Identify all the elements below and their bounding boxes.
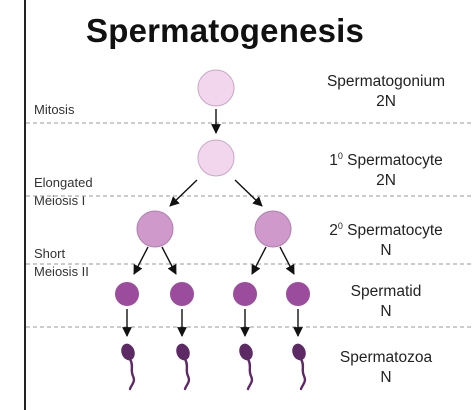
stage-label-meiosis-2: Meiosis II (34, 264, 89, 279)
arrow-secondary-left-to-spermatid-2 (161, 246, 177, 275)
secondary-spermatocyte-cell-right (254, 210, 292, 248)
spermatid-cell-3 (233, 282, 257, 306)
spermatozoa-ploidy: N (380, 369, 392, 386)
stage-label-meiosis-1: Meiosis I (34, 193, 86, 208)
spermatozoa-name: Spermatozoa (339, 349, 433, 366)
spermatozoon-2 (173, 341, 193, 391)
primary-ploidy: 2N (376, 172, 396, 190)
secondary-spermatocyte-cell-left (136, 210, 174, 248)
secondary-superscript: 0 (337, 221, 343, 231)
spermatozoon-1 (118, 341, 138, 391)
stage-label-mitosis: Mitosis (34, 102, 75, 117)
label-spermatid: Spermatid N (300, 282, 472, 322)
arrow-primary-to-secondary-left (169, 179, 198, 207)
primary-prefix: 1 (329, 152, 338, 170)
diagram-title: Spermatogenesis (86, 12, 365, 49)
spermatid-cell-4 (286, 282, 310, 306)
arrow-secondary-left-to-spermatid-1 (133, 246, 149, 275)
primary-spermatocyte-cell (197, 139, 235, 177)
stage-label-elongated: Elongated (34, 175, 93, 190)
primary-name: Spermatocyte (342, 152, 443, 170)
secondary-name: Spermatocyte (342, 222, 443, 240)
left-border-line (24, 0, 26, 410)
spermatid-ploidy: N (380, 303, 392, 320)
spermatid-name: Spermatid (350, 283, 422, 300)
label-spermatozoa: Spermatozoa N (300, 348, 472, 388)
spermatogonium-ploidy: 2N (376, 93, 396, 110)
spermatid-cell-1 (115, 282, 139, 306)
arrow-secondary-right-to-spermatid-4 (279, 246, 295, 275)
arrow-primary-to-secondary-right (234, 179, 263, 207)
spermatogonium-name: Spermatogonium (326, 73, 446, 90)
primary-superscript: 0 (337, 151, 343, 161)
secondary-ploidy: N (380, 242, 392, 260)
label-secondary-spermatocyte: 20 Spermatocyte N (300, 216, 472, 261)
stage-label-short: Short (34, 246, 66, 261)
spermatozoon-3 (236, 341, 256, 391)
label-primary-spermatocyte: 10 Spermatocyte 2N (300, 146, 472, 191)
secondary-prefix: 2 (329, 222, 338, 240)
arrow-secondary-right-to-spermatid-3 (251, 246, 267, 275)
spermatid-cell-2 (170, 282, 194, 306)
label-spermatogonium: Spermatogonium 2N (300, 72, 472, 112)
spermatozoon-4 (289, 341, 309, 391)
spermatogonium-cell (197, 69, 235, 107)
arrows (122, 109, 303, 337)
stage-separators (26, 122, 474, 328)
